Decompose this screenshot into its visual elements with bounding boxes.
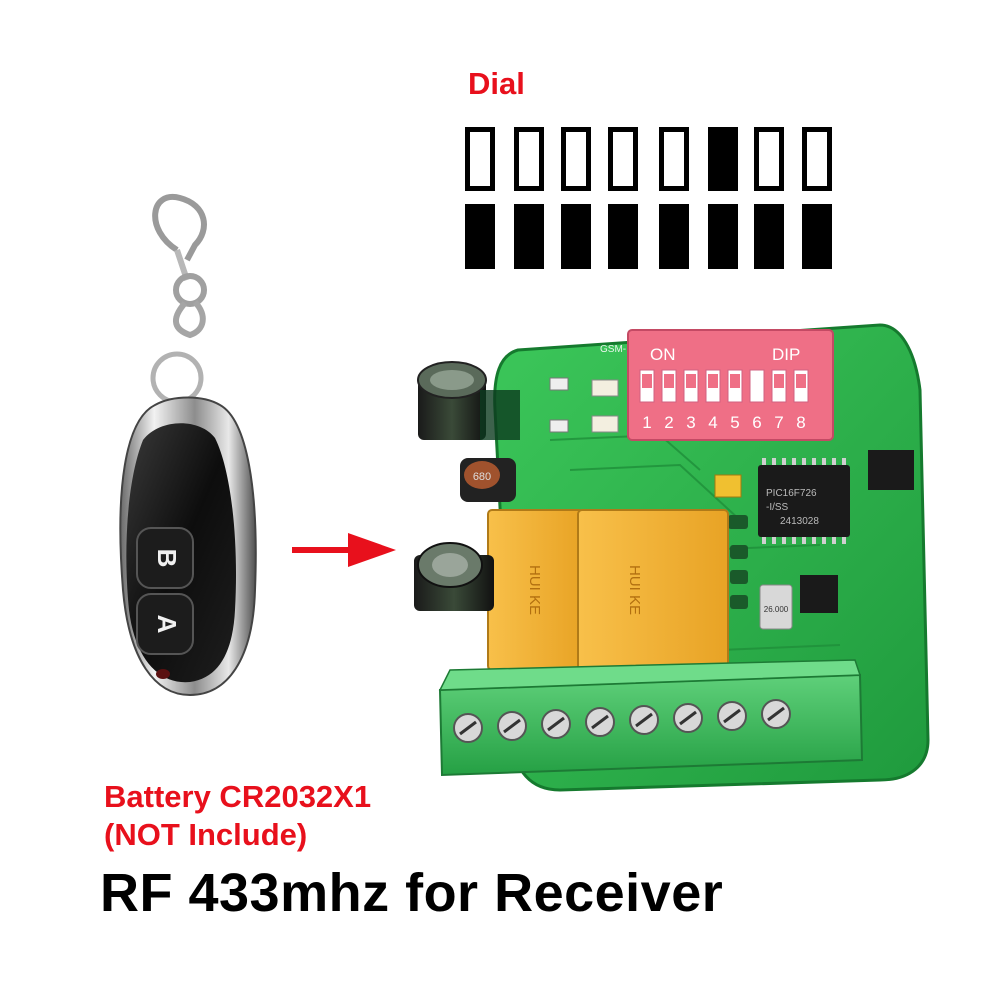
dip-number-2: 2 <box>664 413 673 432</box>
keychain-clasp <box>150 193 207 405</box>
button-a <box>136 593 194 655</box>
dial-title: Dial <box>468 66 525 101</box>
relay-2-text: HUI KE <box>626 565 643 615</box>
crystal-label: 26.000 <box>764 605 789 614</box>
relay-2 <box>577 509 729 671</box>
dip-diagram-base-5 <box>659 204 689 269</box>
gsm-label: GSM- <box>600 344 626 355</box>
battery-note-line1: Battery CR2032X1 <box>104 779 372 814</box>
dip-number-4: 4 <box>708 413 717 432</box>
dip-diagram-switch-4 <box>608 127 638 191</box>
dip-number-7: 7 <box>774 413 783 432</box>
dip-number-5: 5 <box>730 413 739 432</box>
chip-label-2: -I/SS <box>766 502 789 513</box>
microcontroller-chip <box>758 465 850 537</box>
dip-number-6: 6 <box>752 413 761 432</box>
dip-diagram-switch-8 <box>802 127 832 191</box>
dip-diagram-switch-3 <box>561 127 591 191</box>
dip-diagram-base-4 <box>608 204 638 269</box>
battery-note: Battery CR2032X1 (NOT Include) <box>104 778 371 854</box>
right-arrow-icon <box>292 533 396 567</box>
led-indicator <box>156 669 170 679</box>
svg-text:680: 680 <box>473 471 491 483</box>
dip-diagram-switch-6 <box>708 127 738 191</box>
dip-diagram-switch-5 <box>659 127 689 191</box>
dip-diagram-base-2 <box>514 204 544 269</box>
dip-diagram-switch-1 <box>465 127 495 191</box>
dip-switch-diagram <box>462 125 838 270</box>
product-caption: RF 433mhz for Receiver <box>100 863 724 923</box>
dip-diagram-base-6 <box>708 204 738 269</box>
dip-diagram-base-1 <box>465 204 495 269</box>
relay-1-text: HUI KE <box>526 565 543 615</box>
dip-diagram-base-7 <box>754 204 784 269</box>
button-b <box>136 527 194 589</box>
dip-on-label: ON <box>650 345 676 364</box>
dip-diagram-switch-2 <box>514 127 544 191</box>
remote-control-keyfob: B A <box>119 193 257 697</box>
battery-note-line2: (NOT Include) <box>104 817 308 852</box>
button-a-label: A <box>152 615 182 634</box>
receiver-board-image: ON DIP 1 2 3 4 5 6 7 8 GSM- <box>414 323 930 792</box>
dip-number-8: 8 <box>796 413 805 432</box>
chip-label-3: 2413028 <box>780 516 819 527</box>
dip-number-1: 1 <box>642 413 651 432</box>
dip-diagram-switch-7 <box>754 127 784 191</box>
dip-number-3: 3 <box>686 413 695 432</box>
button-b-label: B <box>152 549 182 568</box>
dip-diagram-base-8 <box>802 204 832 269</box>
dip-diagram-base-3 <box>561 204 591 269</box>
chip-label-1: PIC16F726 <box>766 488 817 499</box>
dip-label: DIP <box>772 345 800 364</box>
